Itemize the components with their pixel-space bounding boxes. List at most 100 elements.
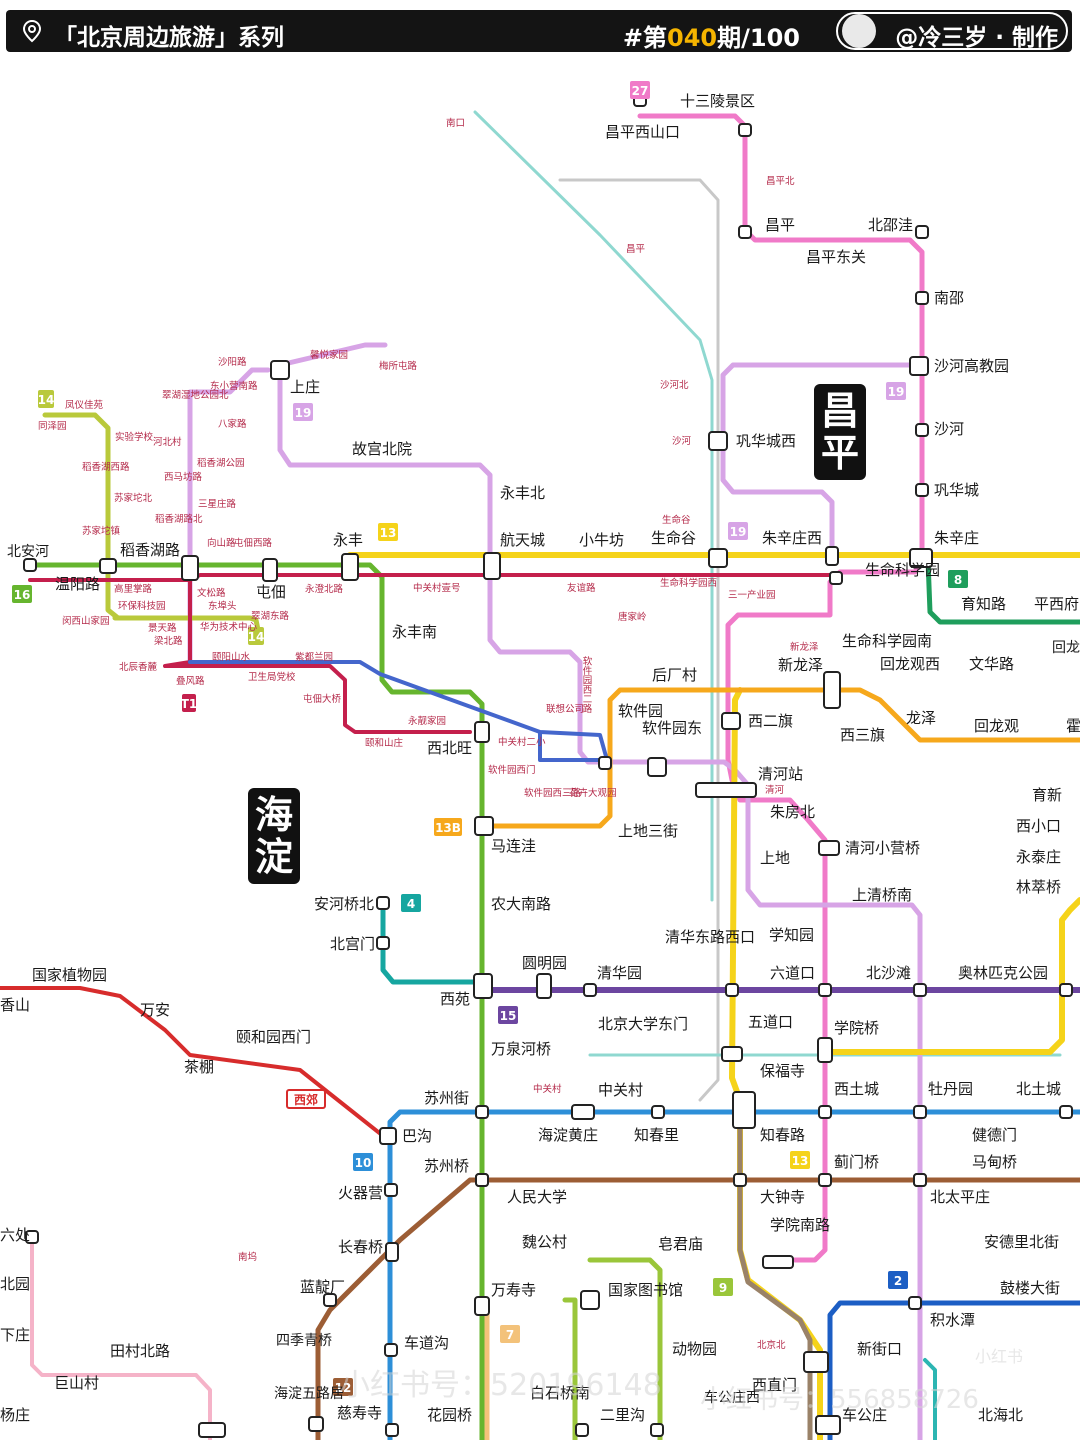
station-label: 西小口 bbox=[1016, 817, 1061, 835]
station-label: 车道沟 bbox=[404, 1334, 449, 1352]
station-marker bbox=[376, 896, 390, 910]
minor-label: 文松路 bbox=[197, 587, 226, 599]
station-marker bbox=[762, 1255, 794, 1269]
line-badge-label: 27 bbox=[632, 84, 649, 98]
station-marker bbox=[818, 1173, 832, 1187]
station-label: 北园 bbox=[0, 1275, 30, 1293]
station-label: 鼓楼大街 bbox=[1000, 1279, 1060, 1297]
station-label: 巩华城西 bbox=[736, 432, 796, 450]
minor-label: 紫都兰园 bbox=[295, 651, 333, 663]
minor-label: 苏家坨镇 bbox=[82, 525, 121, 537]
station-marker bbox=[379, 1127, 397, 1145]
station-marker bbox=[803, 1351, 829, 1373]
station-label: 北太平庄 bbox=[930, 1188, 990, 1206]
minor-label: 稻香湖西路 bbox=[82, 461, 130, 473]
station-marker bbox=[915, 423, 929, 437]
route-lxijiao bbox=[0, 986, 384, 1137]
station-label: 奥林匹克公园 bbox=[958, 964, 1048, 982]
station-label: 昌平东关 bbox=[806, 248, 866, 266]
station-label: 香山 bbox=[0, 996, 30, 1014]
minor-label: 软件园西二路 bbox=[581, 655, 593, 714]
station-label: 六处 bbox=[0, 1226, 30, 1244]
station-marker bbox=[738, 225, 752, 239]
station-marker bbox=[909, 548, 933, 568]
issue-prefix: #第 bbox=[622, 24, 668, 52]
line-badge-l7 bbox=[500, 1325, 520, 1343]
minor-label: 馨悦家园 bbox=[310, 349, 348, 361]
station-label: 杨庄 bbox=[0, 1406, 30, 1424]
station-marker bbox=[825, 546, 839, 566]
minor-label: 颐和山庄 bbox=[365, 737, 404, 749]
station-label: 花园桥 bbox=[427, 1406, 472, 1424]
station-label: 国家植物园 bbox=[32, 966, 107, 984]
station-marker bbox=[823, 671, 841, 709]
author-pill bbox=[836, 12, 1068, 50]
route-lt1-1 bbox=[163, 573, 472, 734]
station-label: 保福寺 bbox=[760, 1062, 805, 1080]
line-badge-label: 7 bbox=[506, 1328, 514, 1342]
station-label: 新街口 bbox=[857, 1340, 902, 1358]
route-lcp bbox=[558, 178, 720, 1102]
line-badge-label: 14 bbox=[248, 630, 265, 644]
station-label: 回龙观 bbox=[974, 717, 1019, 735]
station-label: 慈寿寺 bbox=[337, 1404, 382, 1422]
minor-label: 卫生局党校 bbox=[248, 671, 296, 683]
station-label: 动物园 bbox=[672, 1340, 717, 1358]
route-lpink30 bbox=[30, 1238, 212, 1440]
minor-label: 永澄北路 bbox=[305, 583, 344, 595]
minor-label: 中关村壹号 bbox=[413, 582, 461, 594]
station-label: 皂君庙 bbox=[658, 1235, 703, 1253]
line-badge-lt1 bbox=[182, 694, 196, 712]
station-marker bbox=[650, 1423, 664, 1437]
line-badge-label: 14 bbox=[38, 393, 55, 407]
station-label: 永丰北 bbox=[500, 484, 545, 502]
minor-label: 苏家坨北 bbox=[114, 492, 153, 504]
station-marker bbox=[384, 1343, 398, 1357]
station-label: 回龙观西 bbox=[880, 655, 940, 673]
minor-label: 华为技术中心 bbox=[200, 621, 258, 633]
station-label: 北安河 bbox=[7, 544, 49, 560]
station-marker bbox=[571, 1104, 595, 1120]
station-label: 林萃桥 bbox=[1016, 878, 1061, 896]
station-label: 西三旗 bbox=[840, 726, 885, 744]
station-label: 清河站 bbox=[758, 765, 803, 783]
line-badge-l9 bbox=[713, 1278, 733, 1296]
station-label: 稻香湖路 bbox=[120, 541, 180, 559]
station-label: 西苑 bbox=[440, 990, 470, 1008]
station-label: 苏州桥 bbox=[424, 1157, 469, 1175]
minor-label: 沙河北 bbox=[660, 379, 689, 391]
station-marker bbox=[376, 936, 390, 950]
station-marker bbox=[1059, 983, 1073, 997]
station-label: 上地三街 bbox=[618, 822, 678, 840]
author-credit: @冷三岁 · 制作 bbox=[895, 25, 1058, 51]
minor-label: 高里掌路 bbox=[114, 583, 153, 595]
minor-label: 东埠头 bbox=[208, 600, 237, 612]
route-l8 bbox=[925, 557, 1080, 625]
station-marker bbox=[384, 1183, 398, 1197]
minor-label: 花卉大观园 bbox=[569, 787, 617, 799]
station-label: 生命科学园 bbox=[865, 561, 940, 579]
line-badge-label: 13 bbox=[380, 526, 397, 540]
minor-label: 沙河 bbox=[672, 435, 692, 447]
minor-label: 梅所屯路 bbox=[379, 360, 418, 372]
route-l14-1 bbox=[112, 615, 261, 633]
station-label: 文华路 bbox=[969, 655, 1014, 673]
station-marker bbox=[913, 1105, 927, 1119]
station-label: 小牛坊 bbox=[579, 531, 624, 549]
station-marker bbox=[198, 1422, 226, 1438]
line-badge-label: 西郊 bbox=[294, 1092, 318, 1107]
minor-label: 河北村 bbox=[153, 436, 182, 448]
station-label: 学院桥 bbox=[834, 1019, 879, 1037]
minor-label: 梁北路 bbox=[154, 635, 183, 647]
line-badge-label: 9 bbox=[719, 1281, 727, 1295]
minor-label: 昌平北 bbox=[766, 176, 795, 187]
minor-label: 北辰香麓 bbox=[119, 661, 158, 673]
minor-label: 环保科技园 bbox=[118, 600, 166, 612]
line-badge-label: T1 bbox=[181, 697, 198, 711]
station-label: 知春里 bbox=[634, 1126, 679, 1144]
station-marker bbox=[575, 1423, 589, 1437]
line-badge-l19 bbox=[293, 403, 313, 421]
station-label: 朱房北 bbox=[770, 803, 815, 821]
